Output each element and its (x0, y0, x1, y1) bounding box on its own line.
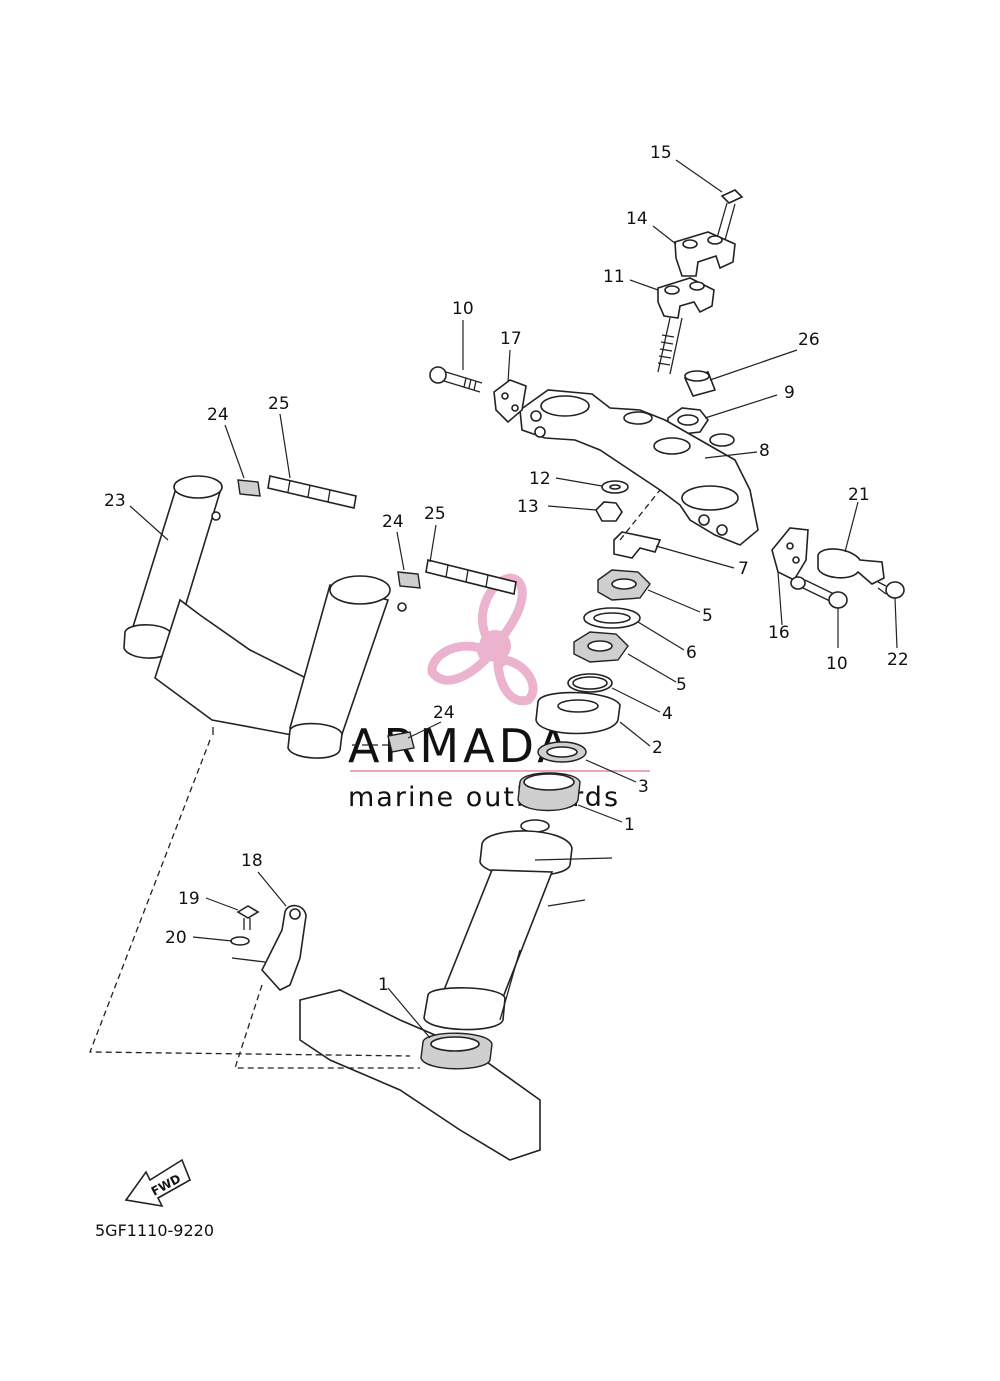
callout-17: 17 (500, 329, 522, 349)
watermark-brand: ARMADA (348, 719, 573, 773)
callout-11: 11 (603, 267, 625, 287)
part-washer-12 (601, 480, 629, 494)
part-oring-4 (567, 673, 613, 693)
callout-10-upper: 10 (452, 299, 474, 319)
part-cap-26 (683, 370, 717, 397)
callout-2: 2 (652, 738, 663, 758)
part-bolt-15 (716, 189, 744, 241)
callout-25-right: 25 (424, 504, 446, 524)
callout-5-upper: 5 (702, 606, 713, 626)
part-block-24a (237, 479, 261, 497)
part-block-24b (397, 571, 421, 589)
part-block-24c (387, 731, 415, 753)
part-bolt-19 (236, 905, 260, 930)
part-clamp-21 (817, 548, 885, 585)
callout-3: 3 (638, 777, 649, 797)
callout-24-lower: 24 (433, 703, 455, 723)
part-bearing-1-upper (517, 772, 581, 812)
callout-15: 15 (650, 143, 672, 163)
part-clip-20 (230, 936, 250, 946)
part-bolt-10-upper (429, 366, 483, 393)
part-race-3 (537, 741, 587, 763)
fwd-arrow-icon: FWD (124, 1158, 192, 1208)
part-handlebar-holder-14 (674, 231, 736, 277)
callout-18: 18 (241, 851, 263, 871)
part-strip-25b (425, 559, 517, 595)
callout-25-left: 25 (268, 394, 290, 414)
part-handle-cover-23 (123, 475, 407, 759)
callout-23: 23 (104, 491, 126, 511)
part-upper-bracket-8 (519, 389, 759, 546)
callout-24-right: 24 (382, 512, 404, 532)
part-cover-2 (535, 691, 621, 735)
part-plate-17 (493, 379, 527, 424)
callout-20: 20 (165, 928, 187, 948)
part-bracket-16 (771, 527, 809, 582)
callout-26: 26 (798, 330, 820, 350)
part-bolt-22 (877, 581, 905, 599)
callout-5-lower: 5 (676, 675, 687, 695)
callout-22: 22 (887, 650, 909, 670)
part-ring-nut-5-upper (597, 569, 651, 601)
part-strip-25a (267, 475, 357, 509)
callout-12: 12 (529, 469, 551, 489)
part-plate-7 (613, 531, 662, 559)
callout-4: 4 (662, 704, 673, 724)
callout-1-lower: 1 (378, 975, 389, 995)
part-handlebar-holder-11 (657, 277, 715, 375)
callout-21: 21 (848, 485, 870, 505)
part-bracket-18 (261, 904, 307, 991)
propeller-logo-icon (427, 573, 538, 706)
part-washer-6 (583, 607, 641, 629)
diagram-code: 5GF1110-9220 (95, 1221, 214, 1240)
callout-13: 13 (517, 497, 539, 517)
part-bolt-10-lower (790, 576, 848, 609)
callout-9: 9 (784, 383, 795, 403)
callout-14: 14 (626, 209, 648, 229)
part-bearing-1-lower (420, 1032, 493, 1070)
callout-7: 7 (738, 559, 749, 579)
callout-labels: 15 14 11 10 17 26 9 8 12 13 21 7 5 16 10… (104, 143, 909, 995)
leader-lines (89, 159, 898, 1069)
part-nut-13 (595, 501, 623, 522)
part-steering-stem (299, 819, 613, 1161)
callout-1-upper: 1 (624, 815, 635, 835)
watermark-underline (350, 770, 650, 772)
callout-6: 6 (686, 643, 697, 663)
callout-10-lower: 10 (826, 654, 848, 674)
callout-19: 19 (178, 889, 200, 909)
callout-8: 8 (759, 441, 770, 461)
callout-24-left: 24 (207, 405, 229, 425)
callout-16: 16 (768, 623, 790, 643)
part-ring-nut-5-lower (573, 631, 629, 663)
